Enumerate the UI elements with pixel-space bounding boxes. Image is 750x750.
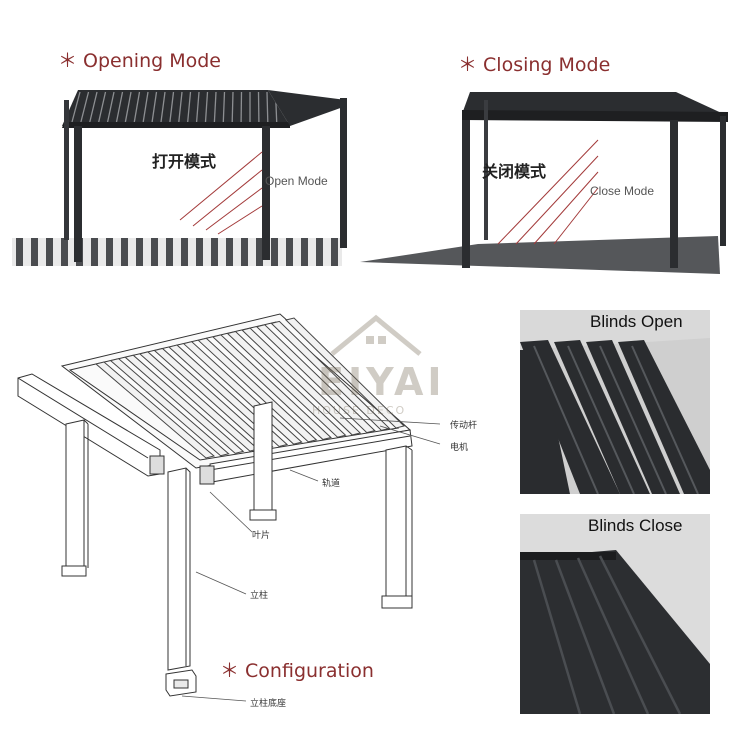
roof-slat bbox=[231, 91, 234, 123]
roof-slat bbox=[98, 91, 107, 123]
post-front-left bbox=[462, 120, 470, 268]
motor-box bbox=[149, 455, 165, 475]
post-front-left bbox=[74, 126, 82, 262]
roof-slat bbox=[106, 91, 115, 123]
roof-slat bbox=[133, 91, 141, 123]
ground-shadow-stripe bbox=[61, 238, 68, 266]
opening-mode-illustration bbox=[12, 90, 347, 266]
post-back-right bbox=[340, 98, 347, 248]
close-mode-en-label: Close Mode bbox=[590, 184, 655, 198]
configuration-title: ＊ Configuration bbox=[220, 660, 374, 682]
louver-blade bbox=[226, 330, 347, 438]
ground-shadow-stripe bbox=[331, 238, 338, 266]
post-left-back bbox=[61, 419, 89, 577]
ground-shadow-stripe bbox=[121, 238, 128, 266]
louver-blade bbox=[255, 324, 376, 434]
post-front-left bbox=[165, 467, 197, 697]
roof-slat bbox=[124, 91, 132, 123]
open-mode-leader-lines bbox=[179, 151, 263, 235]
roof-slat bbox=[80, 91, 90, 123]
label-column-base: 立柱底座 bbox=[250, 699, 287, 709]
roof-slat bbox=[151, 91, 158, 123]
ground-shadow-stripe bbox=[226, 238, 233, 266]
blinds-close-panel: Blinds Close bbox=[520, 514, 710, 714]
ground-shadow-stripe bbox=[31, 238, 38, 266]
ground-shadow-stripe bbox=[196, 238, 203, 266]
louver-blade bbox=[270, 320, 391, 431]
closing-mode-illustration bbox=[360, 92, 728, 274]
louver-blade bbox=[211, 334, 332, 441]
louver-blade bbox=[124, 354, 245, 454]
roof-slat bbox=[213, 91, 217, 123]
label-track: 轨道 bbox=[322, 479, 341, 489]
roof-slat bbox=[178, 91, 183, 123]
label-louver: 叶片 bbox=[252, 531, 271, 541]
post-back-left bbox=[484, 100, 488, 240]
close-mode-leader-lines bbox=[497, 139, 599, 245]
watermark-sub: HOUSE DECO bbox=[312, 404, 407, 417]
ground-shadow-stripe bbox=[286, 238, 293, 266]
post-back-left bbox=[64, 100, 69, 240]
label-drive-rod: 传动杆 bbox=[450, 421, 478, 431]
roof-slat bbox=[169, 91, 175, 123]
louver-blade bbox=[94, 361, 216, 459]
roof-slat bbox=[187, 91, 192, 123]
open-mode-cn-label: 打开模式 bbox=[152, 152, 217, 171]
roof-slat bbox=[160, 91, 166, 123]
blinds-close-title: Blinds Close bbox=[588, 516, 683, 535]
ground-shadow bbox=[360, 236, 720, 274]
roof-slat bbox=[222, 91, 226, 123]
ground-shadow-stripe bbox=[301, 238, 308, 266]
roof-slat bbox=[89, 91, 98, 123]
roof-slat bbox=[115, 91, 124, 123]
post-back-right bbox=[720, 116, 726, 246]
post-front-right bbox=[670, 120, 678, 268]
ground-shadow-stripe bbox=[91, 238, 98, 266]
closing-mode-title: ＊ Closing Mode bbox=[458, 54, 611, 76]
blinds-close-photo bbox=[520, 514, 710, 714]
ground-shadow-stripe bbox=[46, 238, 53, 266]
roof-slat bbox=[195, 91, 200, 123]
louver-blade bbox=[241, 327, 362, 436]
blinds-open-title: Blinds Open bbox=[590, 312, 683, 331]
ground-shadow-stripe bbox=[151, 238, 158, 266]
blinds-open-panel: Blinds Open bbox=[520, 310, 710, 494]
ground-shadow-stripe bbox=[316, 238, 323, 266]
ground-shadow-stripe bbox=[106, 238, 113, 266]
post-right-back bbox=[249, 401, 277, 521]
watermark-brand: EIYAI bbox=[318, 360, 446, 404]
label-motor: 电机 bbox=[450, 443, 469, 453]
opening-mode-title: ＊ Opening Mode bbox=[58, 50, 221, 72]
ground-shadow-stripe bbox=[211, 238, 218, 266]
louver-blade bbox=[285, 317, 405, 429]
ground-shadow-stripe bbox=[166, 238, 173, 266]
close-mode-cn-label: 关闭模式 bbox=[482, 162, 547, 181]
part-leader-lines bbox=[181, 417, 441, 702]
label-column: 立柱 bbox=[250, 591, 269, 601]
ground-shadow-stripe bbox=[16, 238, 23, 266]
ground-shadow-stripe bbox=[181, 238, 188, 266]
roof-slat bbox=[142, 91, 149, 123]
open-mode-en-label: Open Mode bbox=[265, 174, 328, 188]
post-right-front bbox=[381, 445, 413, 609]
post-front-right bbox=[262, 126, 270, 260]
ground-shadow-stripe bbox=[271, 238, 278, 266]
watermark-house-icon bbox=[330, 314, 422, 356]
ground-shadow-stripe bbox=[241, 238, 248, 266]
ground-shadow-stripe bbox=[256, 238, 263, 266]
louver-blade bbox=[109, 358, 230, 457]
blinds-open-photo bbox=[520, 310, 710, 494]
roof-slat bbox=[266, 91, 269, 123]
roof-slat bbox=[71, 91, 81, 123]
configuration-exploded-diagram bbox=[17, 313, 441, 702]
ground-shadow-stripe bbox=[136, 238, 143, 266]
roof-frame bbox=[462, 92, 728, 116]
roof-slat bbox=[204, 91, 209, 123]
